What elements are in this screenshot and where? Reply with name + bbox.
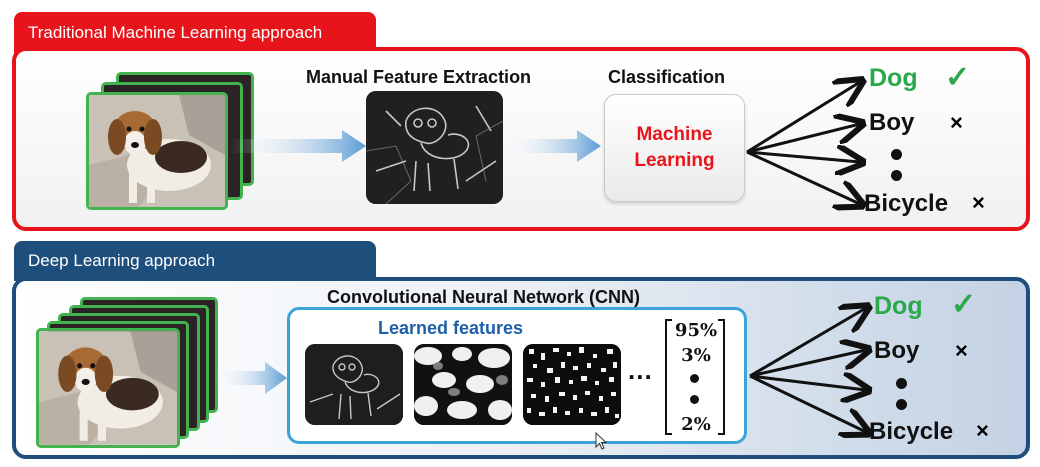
feature-ellipsis: ... [628, 355, 653, 385]
deep-learning-approach-tab: Deep Learning approach [14, 241, 376, 281]
ellipsis-dot [891, 149, 902, 160]
output-bicycle-deep: Bicycle [869, 418, 954, 445]
ellipsis-dot [896, 378, 907, 389]
machine-learning-line2: Learning [634, 150, 715, 171]
arrow-photo-to-cnn [215, 362, 287, 394]
probability-vector-brackets [665, 319, 725, 435]
ellipsis-dot [690, 374, 699, 383]
arrow-features-to-classifier [503, 130, 601, 162]
cross-icon: × [950, 110, 963, 135]
output-bicycle-traditional: Bicycle [864, 190, 949, 217]
cross-icon: × [955, 338, 968, 363]
output-boy-traditional: Boy [869, 109, 915, 136]
machine-learning-line1: Machine [636, 124, 713, 145]
arrow-photo-to-features [230, 130, 366, 162]
traditional-approach-label: Traditional Machine Learning approach [28, 23, 323, 42]
classifier-output-arrows [746, 72, 875, 222]
probability-bicycle: 2% [681, 414, 711, 435]
probability-dog: 95% [674, 320, 718, 341]
check-icon: ✓ [945, 61, 971, 94]
ellipsis-dot [891, 170, 902, 181]
learned-feature-map-patterns [523, 344, 621, 425]
ellipsis-dot [896, 399, 907, 410]
probability-boy: 3% [681, 345, 711, 366]
dog-image [89, 95, 225, 207]
dog-image [39, 331, 177, 445]
manual-feature-extraction-heading: Manual Feature Extraction [306, 67, 532, 87]
output-dog-traditional: Dog [869, 64, 918, 92]
machine-learning-box: Machine Learning [604, 94, 745, 202]
deep-learning-approach-label: Deep Learning approach [28, 251, 216, 270]
ellipsis-dot [690, 395, 699, 404]
dog-photo-deep [36, 328, 180, 448]
check-icon: ✓ [951, 288, 977, 321]
manual-feature-map [366, 91, 503, 204]
learned-feature-map-edges [305, 344, 403, 425]
mouse-cursor-icon [595, 432, 607, 450]
output-dog-deep: Dog [874, 292, 923, 320]
dog-photo-traditional [86, 92, 228, 210]
learned-features-heading: Learned features [378, 318, 524, 338]
cross-icon: × [972, 190, 985, 215]
cross-icon: × [976, 418, 989, 443]
cnn-heading: Convolutional Neural Network (CNN) [327, 287, 641, 307]
cnn-output-arrows [749, 298, 880, 448]
learned-feature-map-blobs [414, 344, 512, 425]
classification-heading: Classification [608, 67, 726, 87]
output-boy-deep: Boy [874, 337, 920, 364]
